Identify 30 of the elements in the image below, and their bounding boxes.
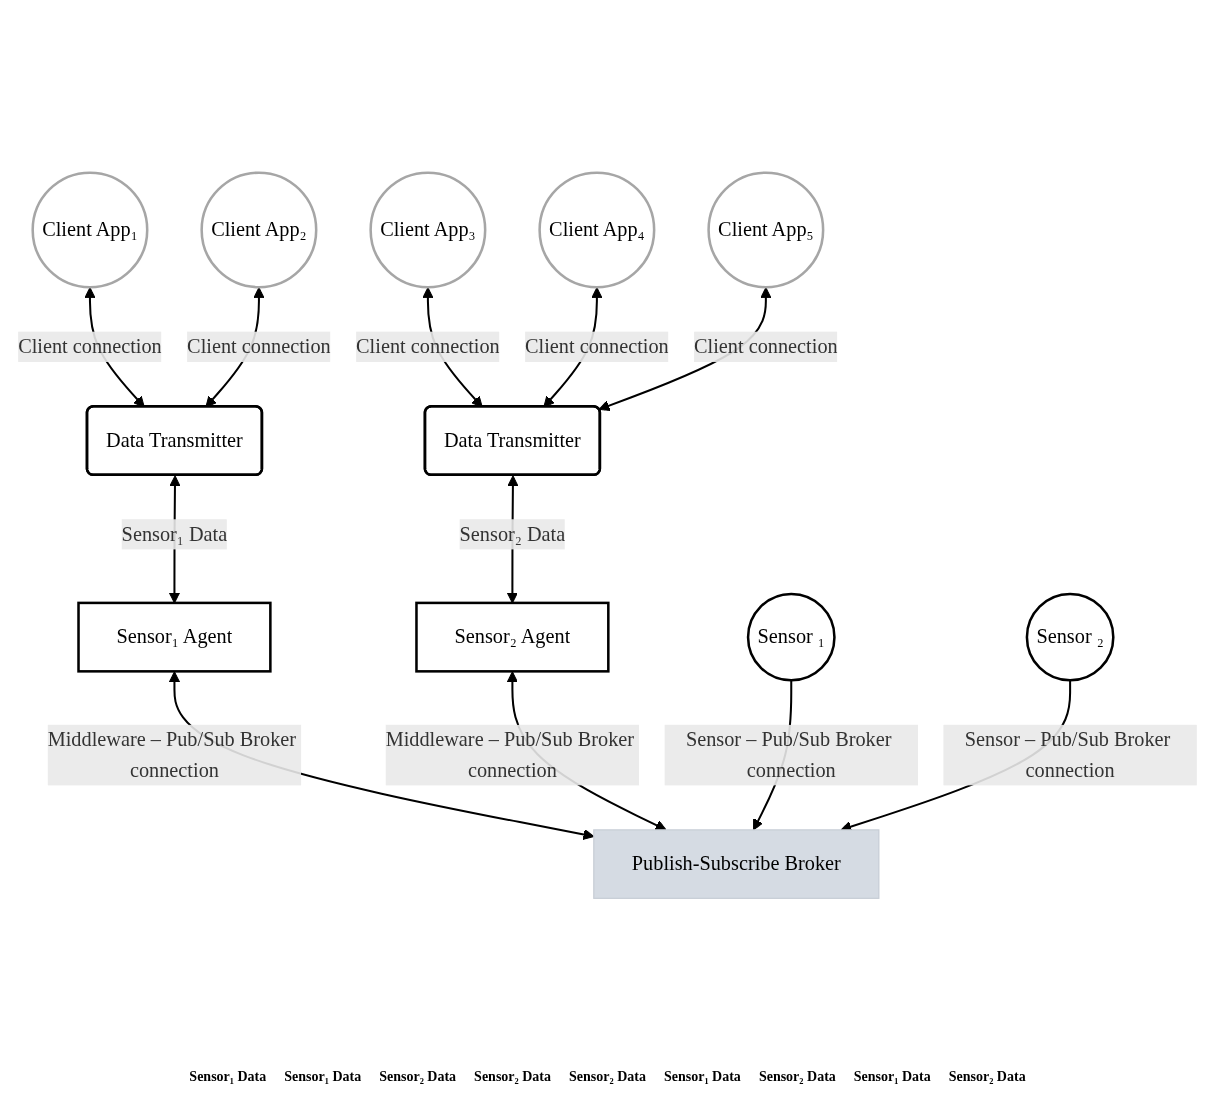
edge-label: Client connection — [187, 335, 331, 357]
edge-label: Sensor₁ Data — [121, 522, 228, 545]
edge-label: Client connection — [18, 335, 162, 357]
data-label: Sensor₂ Data — [948, 1069, 1026, 1085]
node-circle: Client App₁ — [31, 171, 149, 289]
data-label: Sensor₁ Data — [189, 1069, 267, 1085]
node-box: Publish-Subscribe Broker — [593, 829, 880, 899]
node-box: Sensor₂ Agent — [415, 601, 610, 673]
data-label: Sensor₁ Data — [663, 1069, 741, 1085]
node-circle: Client App₂ — [200, 171, 318, 289]
node-circle: Client App₄ — [538, 171, 656, 289]
node-circle: Sensor ₂ — [1025, 592, 1115, 682]
edge-label: Sensor – Pub/Sub Broker connection — [964, 728, 1171, 781]
data-label: Sensor₁ Data — [853, 1069, 931, 1085]
data-label: Sensor₂ Data — [569, 1069, 646, 1085]
edge-label: Client connection — [525, 335, 669, 357]
data-label: Sensor₂ Data — [474, 1069, 552, 1085]
node-circle: Client App₅ — [707, 171, 825, 289]
edge-label: Middleware – Pub/Sub Broker connection — [47, 728, 297, 781]
node-circle: Sensor ₁ — [746, 592, 836, 682]
node-circle: Client App₃ — [369, 171, 487, 289]
edge-label: Middleware – Pub/Sub Broker connection — [385, 728, 635, 781]
data-label: Sensor₂ Data — [758, 1069, 836, 1085]
data-label: Sensor₂ Data — [379, 1069, 457, 1085]
node-box: Sensor₁ Agent — [77, 601, 272, 673]
edge-label: Client connection — [694, 335, 838, 357]
edge-label: Sensor₂ Data — [459, 522, 566, 545]
data-label: Sensor₁ Data — [284, 1069, 362, 1085]
edge-label: Sensor – Pub/Sub Broker connection — [685, 728, 892, 781]
edge-label: Client connection — [356, 335, 500, 357]
